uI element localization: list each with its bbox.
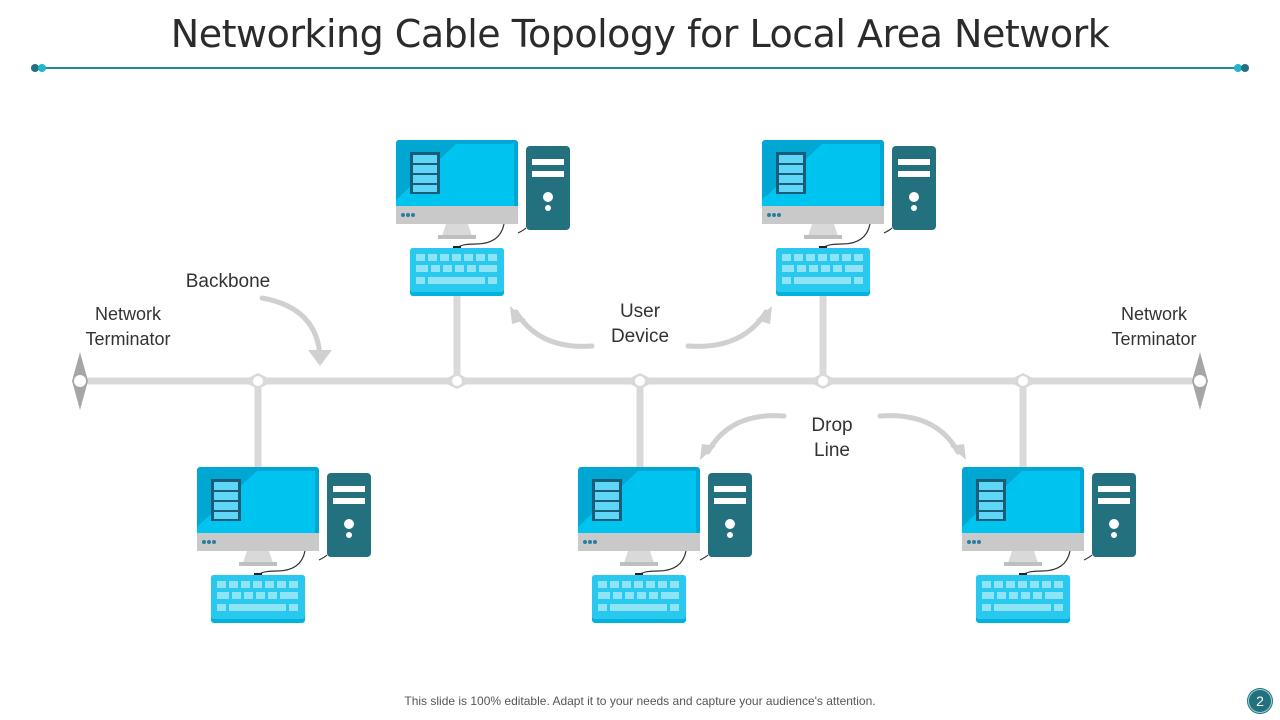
title-divider xyxy=(42,67,1238,69)
page-number-badge: 2 xyxy=(1248,689,1272,713)
user-device-label: User Device xyxy=(590,299,690,349)
divider-dot-right-dark xyxy=(1241,64,1249,72)
user-device-label-line2: Device xyxy=(610,326,670,347)
divider-dot-left-light xyxy=(38,64,46,72)
drop-line-arrow-right-icon xyxy=(877,413,961,455)
terminator-right-label-line1: Network xyxy=(1120,304,1187,324)
user-device-arrow-left-icon xyxy=(513,309,595,349)
slide-title: Networking Cable Topology for Local Area… xyxy=(170,12,1110,56)
drop-line-label-line1: Drop xyxy=(811,415,853,436)
tap-node xyxy=(441,373,473,389)
drop-line-label-line2: Line xyxy=(814,440,850,461)
workstation-bottom-1-icon xyxy=(196,466,372,624)
drop-line-arrow-left-icon xyxy=(705,413,787,455)
terminator-left-label: Network Terminator xyxy=(68,302,188,352)
footer-text: This slide is 100% editable. Adapt it to… xyxy=(404,694,876,708)
tap-node xyxy=(624,373,656,389)
drop-line-label: Drop Line xyxy=(782,413,882,463)
user-device-label-line1: User xyxy=(619,301,661,322)
workstation-bottom-3-icon xyxy=(961,466,1137,624)
workstation-top-1-icon xyxy=(395,139,571,297)
workstation-bottom-2-icon xyxy=(577,466,753,624)
workstation-top-2-icon xyxy=(761,139,937,297)
terminator-right-icon xyxy=(1192,352,1208,410)
user-device-arrow-right-icon xyxy=(685,309,769,349)
terminator-left-label-line1: Network xyxy=(94,304,161,324)
tap-node xyxy=(242,373,274,389)
terminator-left-label-line2: Terminator xyxy=(85,329,171,349)
terminator-right-label: Network Terminator xyxy=(1094,302,1214,352)
tap-node xyxy=(807,373,839,389)
terminator-left-icon xyxy=(72,352,88,410)
divider-dot-left-dark xyxy=(31,64,39,72)
tap-node xyxy=(1007,373,1039,389)
backbone-arrow-icon xyxy=(259,295,323,361)
backbone-label: Backbone xyxy=(185,271,271,292)
terminator-right-label-line2: Terminator xyxy=(1111,329,1197,349)
divider-dot-right-light xyxy=(1234,64,1242,72)
